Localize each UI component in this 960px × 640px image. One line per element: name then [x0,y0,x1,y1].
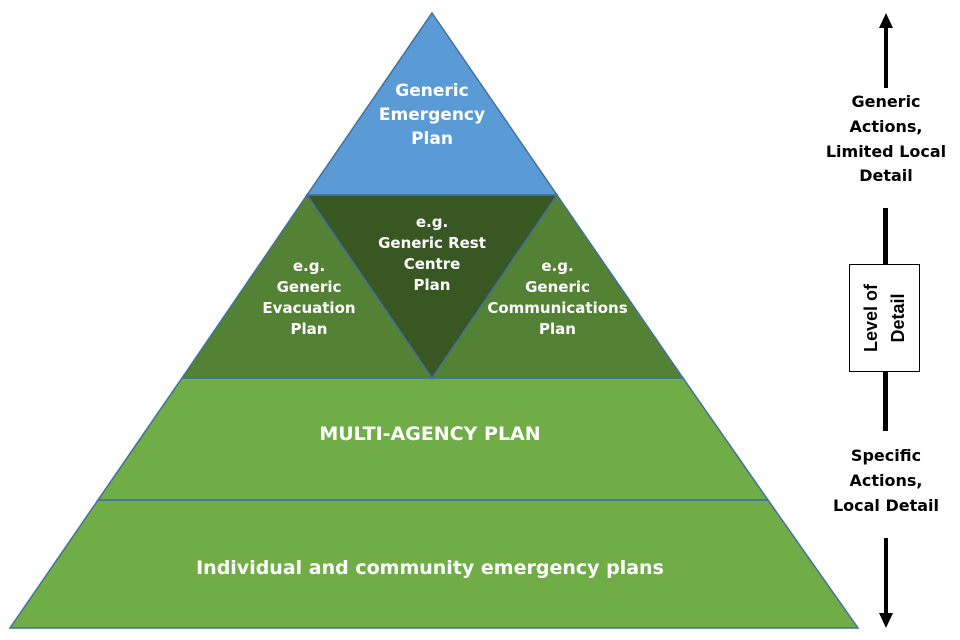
label-line: e.g. [292,257,326,275]
generic-actions-label: Generic Actions, Limited Local Detail [814,90,958,189]
left-triangle-label: e.g. Generic Evacuation Plan [244,256,374,340]
label-line: Emergency [378,104,486,125]
top-triangle-shape [305,11,559,196]
label-line: Centre [403,255,461,273]
label-line: Specific [850,446,922,465]
arrow-down-icon [879,613,893,628]
label-line: Generic [851,92,921,111]
specific-actions-label: Specific Actions, Local Detail [814,444,958,518]
scale-line-upper [883,208,888,264]
scale-line-lower [883,372,888,431]
label-line: Level of [860,283,881,353]
level-of-detail-box: Level of Detail [849,264,920,372]
label-line: Communications [487,299,628,317]
label-line: e.g. [541,257,574,275]
label-line: Detail [859,166,913,186]
level-of-detail-label: Level of Detail [858,284,912,352]
label-line: Generic [276,278,342,296]
arrow-up-icon [879,13,893,28]
label-line: Actions, [849,470,923,490]
bottom-band-label: Individual and community emergency plans [196,557,664,579]
label-line: e.g. [415,213,449,231]
label-line: Generic [395,81,469,101]
label-line: Plan [413,276,451,294]
label-line: Plan [539,320,576,338]
label-line: Generic [525,278,590,296]
label-line: Plan [290,320,328,338]
top-triangle-label: Generic Emergency Plan [362,80,502,151]
label-line: Detail [887,293,908,343]
center-triangle-label: e.g. Generic Rest Centre Plan [367,212,497,296]
middle-band-label: MULTI-AGENCY PLAN [319,423,541,445]
right-triangle-label: e.g. Generic Communications Plan [480,256,635,340]
label-line: Limited Local [825,141,947,161]
label-line: Generic Rest [378,234,486,252]
label-line: Plan [411,128,453,149]
label-line: Evacuation [262,299,356,317]
label-line: Actions, [849,116,923,136]
label-line: Local Detail [832,495,940,515]
